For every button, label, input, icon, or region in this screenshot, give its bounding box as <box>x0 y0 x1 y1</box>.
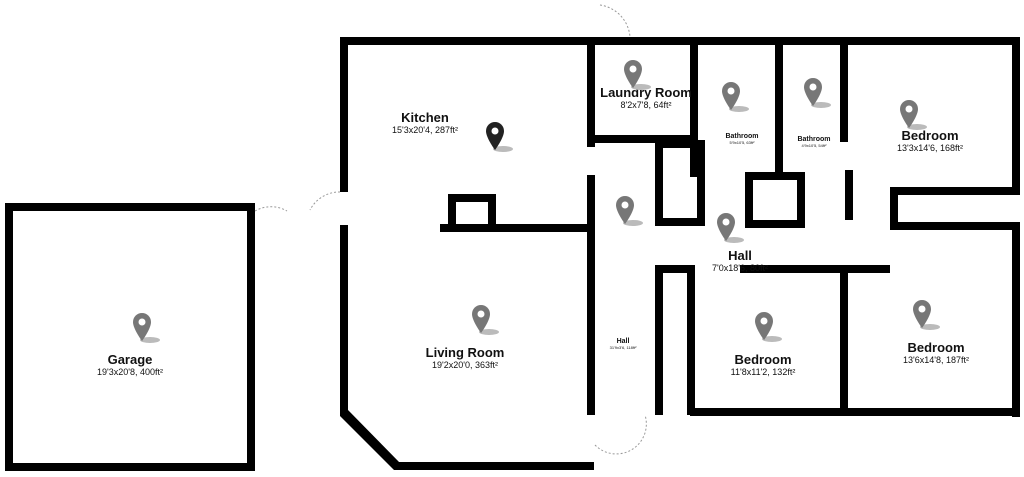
location-pin-icon[interactable] <box>804 78 831 108</box>
room-name: Living Room <box>425 345 505 360</box>
room-dims: 19'3x20'8, 400ft² <box>97 367 163 377</box>
room-dims: 5'9x10'5, 63ft² <box>729 140 755 145</box>
room-name: Bathroom <box>797 136 831 143</box>
room-name: Hall <box>728 248 752 263</box>
room-dims: 15'3x20'4, 287ft² <box>392 125 458 135</box>
room-name: Hall <box>616 338 630 345</box>
room-dims: 31'9x3'6, 118ft² <box>609 345 637 350</box>
location-pin-icon[interactable] <box>755 312 782 342</box>
location-pin-icon[interactable] <box>717 213 744 243</box>
location-pin-icon[interactable] <box>486 122 513 152</box>
location-pin-icon[interactable] <box>616 196 643 226</box>
location-pin-icon[interactable] <box>913 300 940 330</box>
room-name: Bathroom <box>725 133 759 140</box>
room-dims: 8'2x7'8, 64ft² <box>620 100 672 110</box>
room-name: Laundry Room <box>600 85 692 100</box>
room-dims: 11'8x11'2, 132ft² <box>730 367 796 377</box>
location-pin-icon[interactable] <box>133 313 160 343</box>
room-name: Bedroom <box>907 340 965 355</box>
room-dims: 4'9x10'5, 54ft² <box>801 143 827 148</box>
room-dims: 7'0x18'6, 80ft² <box>712 263 768 273</box>
location-pin-icon[interactable] <box>472 305 499 335</box>
room-dims: 19'2x20'0, 363ft² <box>432 360 498 370</box>
location-pin-icon[interactable] <box>900 100 927 130</box>
room-name: Garage <box>107 352 153 367</box>
room-dims: 13'6x14'8, 187ft² <box>903 355 969 365</box>
location-pin-icon[interactable] <box>722 82 749 112</box>
room-name: Kitchen <box>401 110 449 125</box>
location-pin-icon[interactable] <box>624 60 651 90</box>
room-dims: 13'3x14'6, 168ft² <box>897 143 963 153</box>
room-name: Bedroom <box>901 128 959 143</box>
room-name: Bedroom <box>734 352 792 367</box>
